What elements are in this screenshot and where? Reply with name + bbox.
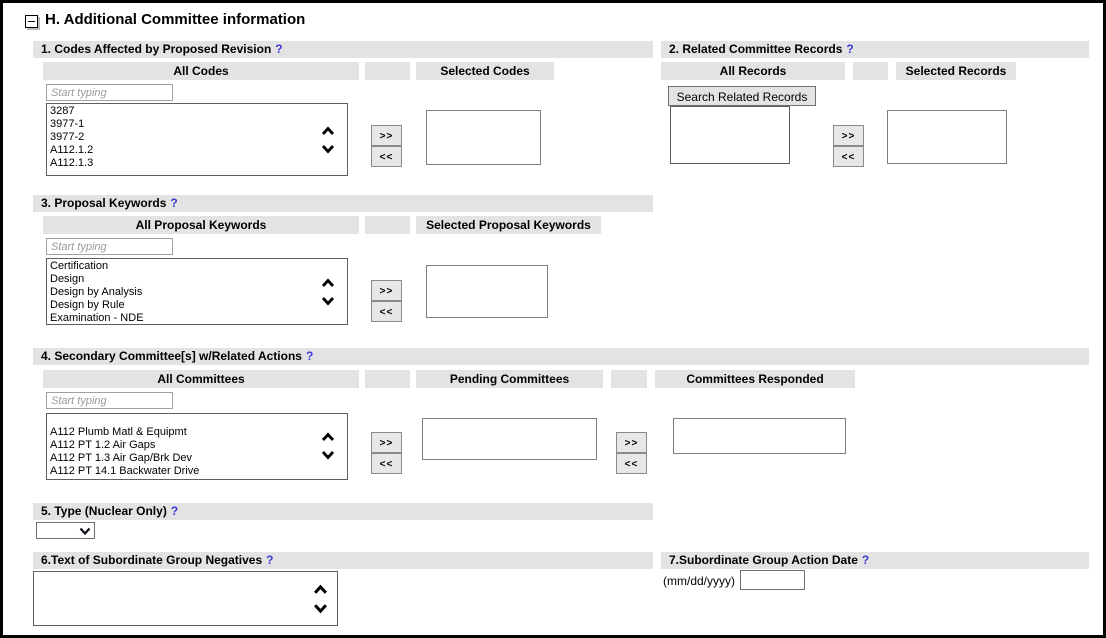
negatives-textarea-frame (33, 571, 338, 626)
action-date-input[interactable] (740, 570, 805, 590)
negatives-help-link[interactable]: ? (266, 553, 274, 567)
type-help-link[interactable]: ? (170, 504, 179, 518)
keywords-move-left-button[interactable]: << (371, 301, 402, 322)
section-records-title: 2. Related Committee Records (669, 42, 843, 56)
pending-committees-column-header: Pending Committees (416, 370, 603, 388)
section-type-header: 5. Type (Nuclear Only)? (33, 503, 653, 520)
records-move-right-button[interactable]: >> (833, 125, 864, 146)
section-negatives-title: 6.Text of Subordinate Group Negatives (41, 553, 263, 567)
section-keywords-title: 3. Proposal Keywords (41, 196, 167, 210)
list-item[interactable]: 3287 (50, 105, 75, 117)
list-item[interactable]: Design (50, 273, 85, 285)
all-keywords-column-header: All Proposal Keywords (43, 216, 359, 234)
column-header-spacer (853, 62, 888, 80)
list-item[interactable]: Design by Analysis (50, 286, 143, 298)
keywords-move-right-button[interactable]: >> (371, 280, 402, 301)
committees-move-to-responded-button[interactable]: >> (616, 432, 647, 453)
section-secondary-title: 4. Secondary Committee[s] w/Related Acti… (41, 349, 302, 363)
search-related-records-button[interactable]: Search Related Records (668, 86, 816, 106)
selected-records-column-header: Selected Records (896, 62, 1016, 80)
committees-move-from-responded-button[interactable]: << (616, 453, 647, 474)
section-type-title: 5. Type (Nuclear Only) (41, 504, 167, 518)
negatives-textarea[interactable] (34, 572, 337, 625)
list-item[interactable]: Design by Rule (50, 299, 125, 311)
section-keywords-header: 3. Proposal Keywords? (33, 195, 653, 212)
all-records-listbox[interactable] (670, 106, 790, 164)
codes-move-right-button[interactable]: >> (371, 125, 402, 146)
column-header-spacer (365, 370, 410, 388)
pending-committees-listbox[interactable] (422, 418, 597, 460)
list-item[interactable]: Examination - NDE (50, 312, 144, 324)
codes-filter-input[interactable] (46, 84, 173, 101)
section-records-header: 2. Related Committee Records? (661, 41, 1089, 58)
list-item[interactable]: Certification (50, 260, 109, 272)
section-secondary-header: 4. Secondary Committee[s] w/Related Acti… (33, 348, 1089, 365)
committees-responded-column-header: Committees Responded (655, 370, 855, 388)
section-action-date-title: 7.Subordinate Group Action Date (669, 553, 858, 567)
collapse-section-icon[interactable] (25, 15, 38, 28)
list-item[interactable]: A112 Plumb Matl & Equipmt (50, 426, 187, 438)
minus-icon (28, 21, 35, 22)
records-help-link[interactable]: ? (846, 42, 854, 56)
type-select[interactable] (36, 522, 95, 539)
list-item[interactable]: 3977-1 (50, 118, 85, 130)
section-negatives-header: 6.Text of Subordinate Group Negatives? (33, 552, 653, 569)
list-item[interactable]: A112 PT 1.2 Air Gaps (50, 439, 156, 451)
page-title: H. Additional Committee information (45, 11, 306, 28)
selected-records-listbox[interactable] (887, 110, 1007, 164)
keywords-filter-input[interactable] (46, 238, 173, 255)
column-header-spacer (611, 370, 647, 388)
list-item[interactable]: A112 PT 14.1 Backwater Drive (50, 465, 200, 477)
committees-filter-input[interactable] (46, 392, 173, 409)
committees-responded-listbox[interactable] (673, 418, 846, 454)
chevron-down-icon (79, 527, 91, 535)
all-records-column-header: All Records (661, 62, 845, 80)
list-item[interactable]: A112.1.2 (50, 144, 94, 156)
keywords-help-link[interactable]: ? (170, 196, 178, 210)
codes-move-left-button[interactable]: << (371, 146, 402, 167)
secondary-help-link[interactable]: ? (305, 349, 314, 363)
committees-move-to-pending-button[interactable]: >> (371, 432, 402, 453)
section-codes-title: 1. Codes Affected by Proposed Revision (41, 42, 272, 56)
selected-codes-column-header: Selected Codes (416, 62, 554, 80)
section-action-date-header: 7.Subordinate Group Action Date? (661, 552, 1089, 569)
selected-keywords-listbox[interactable] (426, 265, 548, 318)
column-header-spacer (365, 62, 410, 80)
date-format-label: (mm/dd/yyyy) (663, 574, 735, 588)
all-committees-column-header: All Committees (43, 370, 359, 388)
list-item[interactable]: A112 PT 1.3 Air Gap/Brk Dev (50, 452, 193, 464)
selected-keywords-column-header: Selected Proposal Keywords (416, 216, 601, 234)
action-date-help-link[interactable]: ? (861, 553, 870, 567)
section-codes-header: 1. Codes Affected by Proposed Revision? (33, 41, 653, 58)
records-move-left-button[interactable]: << (833, 146, 864, 167)
list-item[interactable]: 3977-2 (50, 131, 85, 143)
committees-move-from-pending-button[interactable]: << (371, 453, 402, 474)
column-header-spacer (365, 216, 410, 234)
codes-help-link[interactable]: ? (275, 42, 283, 56)
all-codes-column-header: All Codes (43, 62, 359, 80)
selected-codes-listbox[interactable] (426, 110, 541, 165)
list-item[interactable]: A112.1.3 (50, 157, 94, 169)
